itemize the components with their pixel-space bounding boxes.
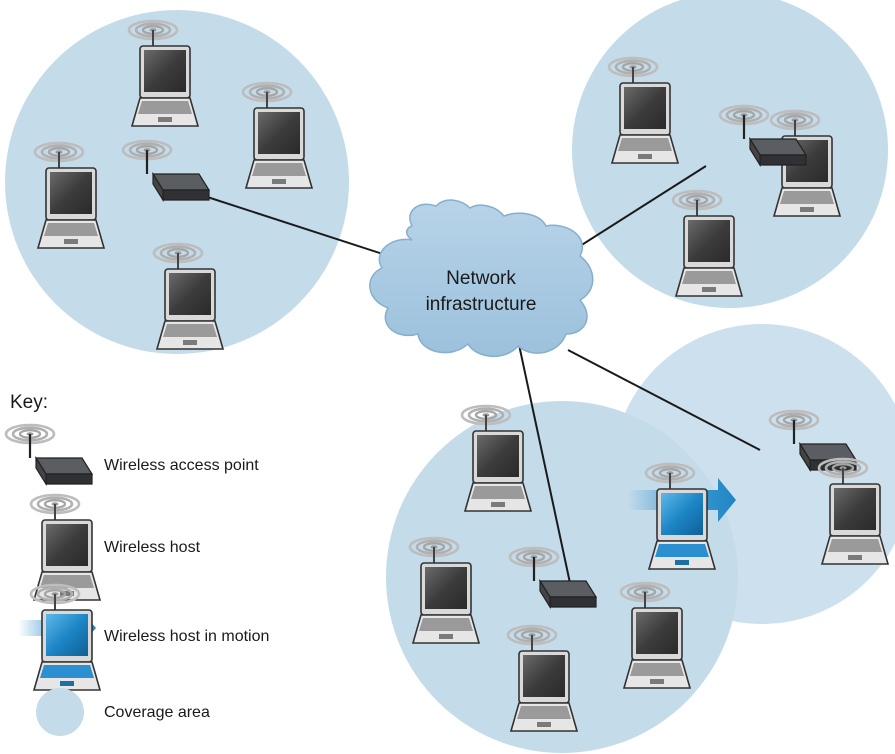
coverage-area-top-right [572, 0, 888, 308]
cloud-label-line1: Network [446, 268, 516, 289]
access-point-icon [6, 425, 92, 484]
legend-label-access-point: Wireless access point [104, 457, 259, 474]
cloud-label-line2: infrastructure [426, 294, 537, 315]
legend: Key: Wireless access point Wireless host… [6, 392, 269, 736]
legend-label-host: Wireless host [104, 539, 201, 556]
laptop-icon [31, 495, 100, 600]
moving-laptop-icon [628, 464, 736, 569]
legend-label-coverage: Coverage area [104, 704, 210, 721]
moving-laptop-icon [18, 585, 100, 690]
network-infrastructure-cloud: Network infrastructure [369, 199, 594, 358]
legend-label-host-in-motion: Wireless host in motion [104, 628, 269, 645]
legend-title: Key: [10, 392, 48, 413]
coverage-area-icon [36, 688, 84, 736]
